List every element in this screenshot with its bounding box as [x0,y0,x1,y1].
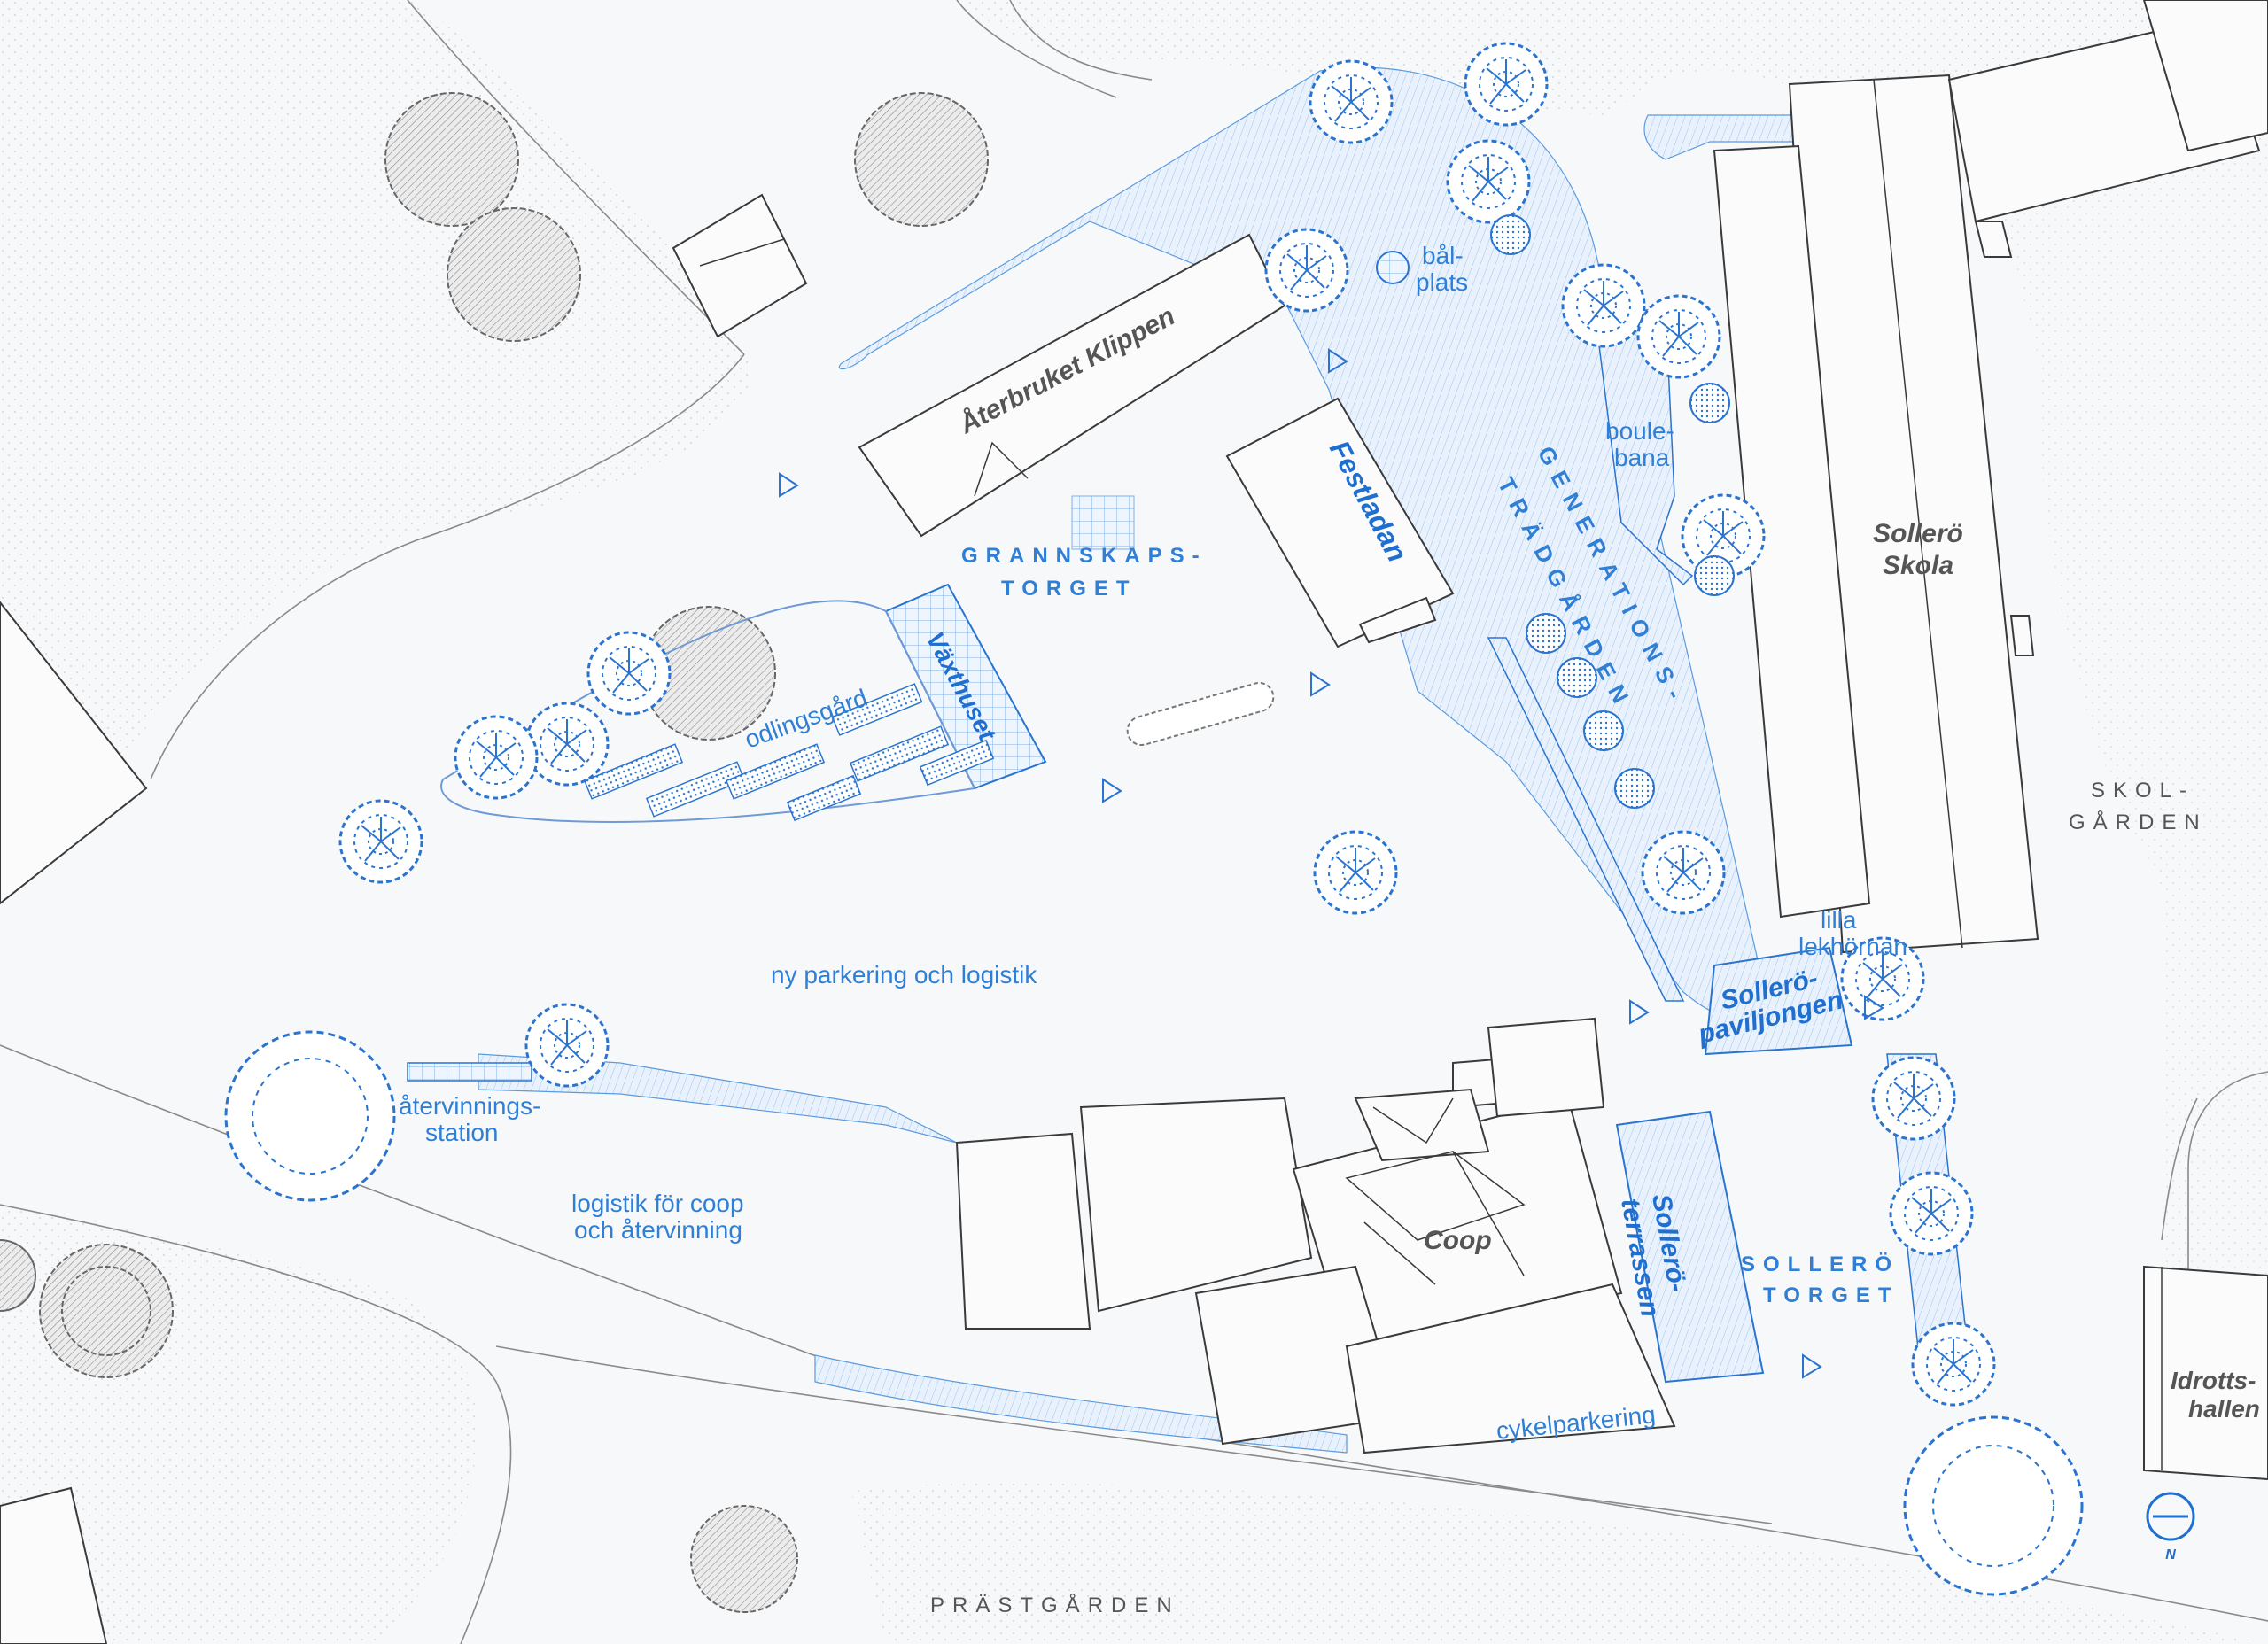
label-sollero-torget-2: TORGET [1763,1283,1899,1307]
existing-trees [0,92,989,1613]
label-skolgarden-2: GÅRDEN [2069,810,2208,834]
label-lilla-1: lilla [1821,906,1857,934]
label-ny-parkering: ny parkering och logistik [771,961,1037,989]
north-arrow: N [2146,1492,2195,1563]
label-logistik-1: logistik för coop [571,1190,744,1217]
building-aterbruket [858,233,1286,538]
label-grannskaps-1: GRANNSKAPS- [961,544,1208,568]
entrance-markers [779,348,1884,1379]
label-coop: Coop [1424,1226,1492,1255]
label-bal-1: bål- [1422,242,1464,269]
label-skola-1: Sollerö [1873,519,1963,548]
fire-pit [1376,251,1410,284]
label-idrott-2: hallen [2188,1395,2260,1423]
planter-bench [1126,681,1275,747]
label-skola-2: Skola [1883,551,1953,580]
plaza-areas [478,66,1808,1454]
label-atervinning-2: station [425,1119,499,1146]
label-prastgarden: PRÄSTGÅRDEN [930,1593,1180,1617]
planting-beds [583,683,995,822]
label-sollero-torget-1: SOLLERÖ [1741,1252,1899,1276]
new-trees [224,42,2084,1596]
sollero-paviljongen-roof [1704,946,1853,1056]
label-boule-1: boule- [1605,417,1674,445]
hedge-strip [1487,637,1685,1002]
building-idrottshallen [2143,1265,2268,1481]
label-skolgarden-1: SKOL- [2091,779,2194,803]
label-bal-2: plats [1416,268,1468,296]
north-label: N [2165,1547,2176,1563]
building-coop-west [955,1132,1091,1330]
recycling-units [407,1062,532,1082]
label-idrott-1: Idrotts- [2171,1367,2256,1394]
grid-square [1071,495,1135,550]
label-boule-2: bana [1614,444,1670,471]
label-grannskaps-2: TORGET [1001,577,1138,601]
sollero-terrassen-deck [1615,1110,1765,1384]
label-logistik-2: och återvinning [574,1216,742,1244]
label-lilla-2: lekhörnan [1798,933,1907,960]
building-festladan [1225,397,1455,648]
label-atervinning-1: återvinnings- [399,1092,540,1120]
